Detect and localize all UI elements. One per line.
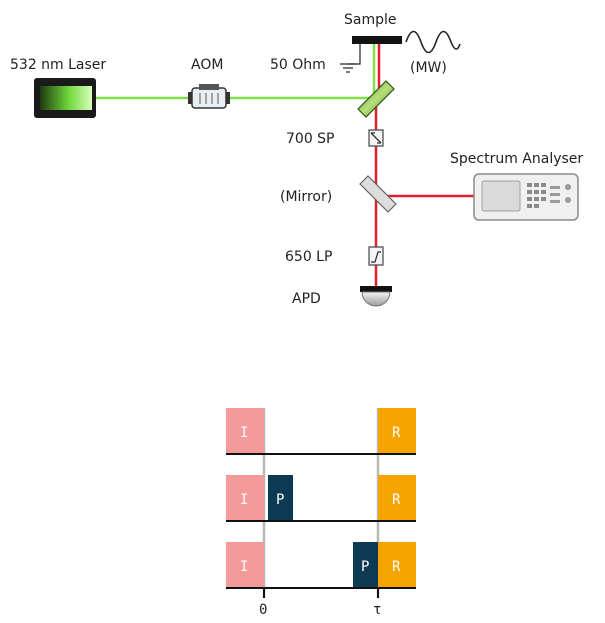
pi-pulse bbox=[353, 542, 378, 588]
spectrum-analyser-icon bbox=[473, 173, 579, 221]
microwave-label: (MW) bbox=[410, 60, 447, 76]
init-pulse bbox=[226, 408, 264, 454]
tau-time-label: τ bbox=[373, 602, 381, 618]
init-pulse-label: I bbox=[240, 559, 248, 575]
analyser-label: Spectrum Analyser bbox=[450, 151, 583, 167]
readout-pulse bbox=[378, 408, 416, 454]
init-pulse bbox=[226, 475, 264, 521]
readout-pulse-label: R bbox=[392, 492, 401, 508]
longpass-label: 650 LP bbox=[285, 249, 332, 265]
start-time-label: 0 bbox=[259, 602, 267, 618]
mirror-label: (Mirror) bbox=[280, 189, 332, 205]
dichroic-mirror-icon bbox=[357, 80, 395, 118]
readout-pulse bbox=[378, 475, 416, 521]
flip-mirror-icon bbox=[359, 175, 397, 213]
ground-icon bbox=[340, 44, 361, 73]
sample-label: Sample bbox=[344, 12, 397, 28]
pi-pulse-label: P bbox=[361, 559, 369, 575]
aom-icon bbox=[188, 84, 230, 109]
sequence-row-3: I P R bbox=[226, 542, 416, 589]
init-pulse bbox=[226, 542, 264, 588]
laser-label: 532 nm Laser bbox=[10, 57, 106, 73]
init-pulse-label: I bbox=[240, 425, 248, 441]
ground-label: 50 Ohm bbox=[270, 57, 326, 73]
microwave-wave-icon bbox=[405, 30, 461, 54]
readout-pulse bbox=[378, 542, 416, 588]
pi-pulse-label: P bbox=[276, 492, 284, 508]
shortpass-filter-icon bbox=[368, 129, 384, 147]
laser-icon bbox=[34, 78, 96, 118]
sample-bar bbox=[352, 36, 402, 44]
shortpass-label: 700 SP bbox=[286, 131, 335, 147]
longpass-filter-icon bbox=[368, 246, 384, 266]
readout-pulse-label: R bbox=[392, 559, 401, 575]
optical-setup: 532 nm Laser AOM Sample 50 Ohm (MW) bbox=[10, 12, 583, 307]
sequence-row-2: I P R bbox=[226, 475, 416, 522]
aom-label: AOM bbox=[191, 57, 223, 73]
sequence-row-1: I R bbox=[226, 408, 416, 455]
apd-detector-icon bbox=[360, 286, 392, 307]
apd-label: APD bbox=[292, 291, 321, 307]
pulse-sequence: I R I P R I P R 0 τ bbox=[226, 408, 416, 618]
pi-pulse bbox=[268, 475, 293, 521]
init-pulse-label: I bbox=[240, 492, 248, 508]
readout-pulse-label: R bbox=[392, 425, 401, 441]
